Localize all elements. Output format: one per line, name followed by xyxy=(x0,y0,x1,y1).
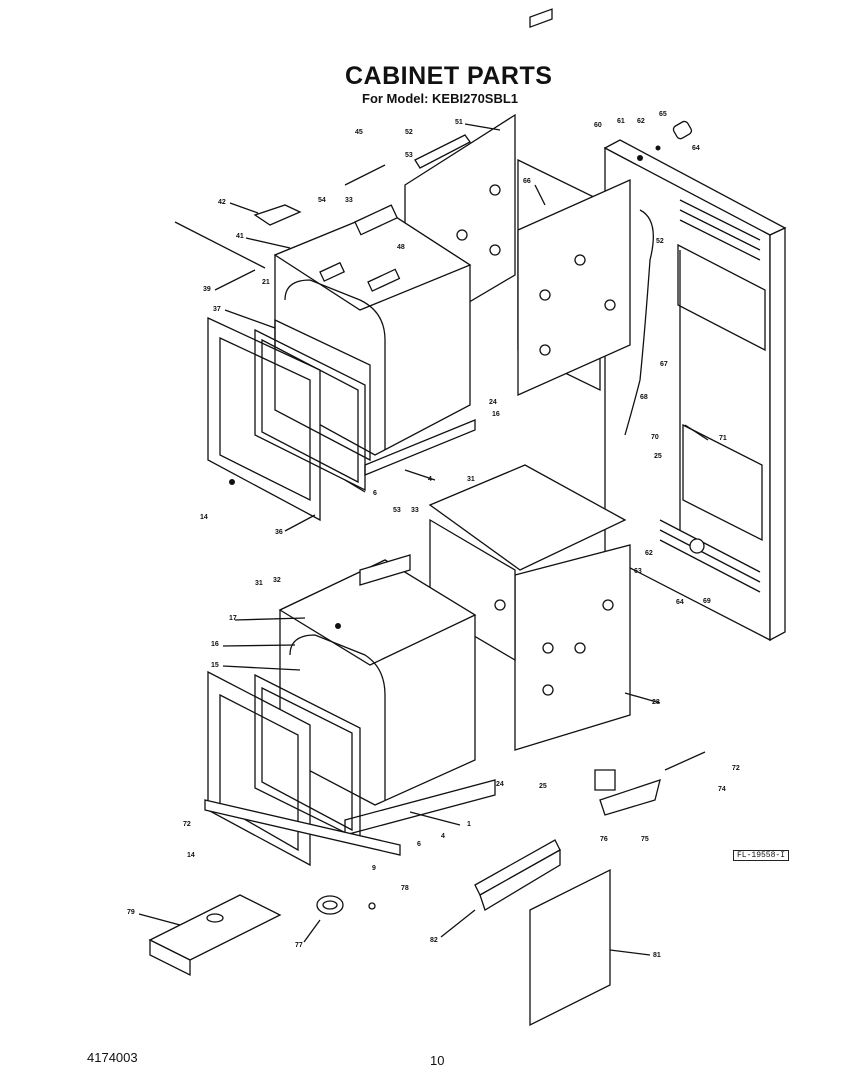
callout-68: 68 xyxy=(640,394,648,401)
callout-72: 72 xyxy=(183,821,191,828)
callout-61: 61 xyxy=(617,118,625,125)
callout-53b: 53 xyxy=(393,507,401,514)
callout-39: 39 xyxy=(203,286,211,293)
callout-48: 48 xyxy=(397,244,405,251)
callout-16b: 16 xyxy=(211,641,219,648)
callout-75: 75 xyxy=(641,836,649,843)
callout-24: 24 xyxy=(489,399,497,406)
callout-54: 54 xyxy=(318,197,326,204)
callout-25: 25 xyxy=(654,453,662,460)
callout-16: 16 xyxy=(492,411,500,418)
callout-62b: 62 xyxy=(645,550,653,557)
callout-52b: 52 xyxy=(656,238,664,245)
footer-part-code: 4174003 xyxy=(87,1050,138,1065)
callout-78: 78 xyxy=(401,885,409,892)
callout-4: 4 xyxy=(428,476,432,483)
callout-6: 6 xyxy=(373,490,377,497)
callout-70: 70 xyxy=(651,434,659,441)
upper-door-frame-part xyxy=(207,316,371,522)
side-panel-part xyxy=(603,139,787,642)
lower-back-panel-part xyxy=(428,464,631,751)
callout-9: 9 xyxy=(372,865,376,872)
part-77 xyxy=(316,895,344,915)
callout-4b: 4 xyxy=(441,833,445,840)
callout-14b: 14 xyxy=(187,852,195,859)
callout-76: 76 xyxy=(600,836,608,843)
page-title: CABINET PARTS xyxy=(345,62,553,90)
callout-36: 36 xyxy=(275,529,283,536)
upper-small-parts xyxy=(174,120,693,485)
callout-21: 21 xyxy=(262,279,270,286)
callout-15: 15 xyxy=(211,662,219,669)
callout-79: 79 xyxy=(127,909,135,916)
callout-64: 64 xyxy=(692,145,700,152)
callout-81: 81 xyxy=(653,952,661,959)
callout-labels: 51 52 53 45 42 54 33 41 48 39 21 37 24 1… xyxy=(127,111,740,959)
callout-1: 1 xyxy=(467,821,471,828)
callout-62: 62 xyxy=(637,118,645,125)
panel-81-part xyxy=(529,868,611,1027)
callout-42: 42 xyxy=(218,199,226,206)
callout-45: 45 xyxy=(355,129,363,136)
callout-32: 32 xyxy=(273,577,281,584)
lower-door-frame-part xyxy=(204,670,401,867)
callout-41: 41 xyxy=(236,233,244,240)
callout-6b: 6 xyxy=(417,841,421,848)
upper-wrapper-part xyxy=(517,8,631,397)
callout-63: 63 xyxy=(634,568,642,575)
callout-65: 65 xyxy=(659,111,667,118)
reference-tag: FL-19558-I xyxy=(733,850,790,861)
page-number: 10 xyxy=(430,1053,445,1068)
callout-74: 74 xyxy=(718,786,726,793)
part-78 xyxy=(368,902,376,910)
leader-lines xyxy=(138,123,709,956)
callout-31b: 31 xyxy=(255,580,263,587)
callout-66: 66 xyxy=(523,178,531,185)
callout-67: 67 xyxy=(660,361,668,368)
bracket-82-part xyxy=(474,839,561,911)
callout-33: 33 xyxy=(345,197,353,204)
callout-69: 69 xyxy=(703,598,711,605)
callout-17: 17 xyxy=(229,615,237,622)
callout-60: 60 xyxy=(594,122,602,129)
callout-31: 31 xyxy=(467,476,475,483)
callout-14: 14 xyxy=(200,514,208,521)
callout-52: 52 xyxy=(405,129,413,136)
model-subtitle: For Model: KEBI270SBL1 xyxy=(362,91,519,106)
callout-51: 51 xyxy=(455,119,463,126)
callout-33b: 33 xyxy=(411,507,419,514)
bracket-75-76-part xyxy=(594,751,706,816)
callout-71: 71 xyxy=(719,435,727,442)
upper-oven-cavity-part xyxy=(273,204,476,476)
callout-77: 77 xyxy=(295,942,303,949)
callout-24b: 24 xyxy=(496,781,504,788)
callout-72b: 72 xyxy=(732,765,740,772)
callout-25b: 25 xyxy=(539,783,547,790)
callout-53: 53 xyxy=(405,152,413,159)
callout-82: 82 xyxy=(430,937,438,944)
callout-64b: 64 xyxy=(676,599,684,606)
callout-37: 37 xyxy=(213,306,221,313)
bracket-79-part xyxy=(148,894,282,977)
